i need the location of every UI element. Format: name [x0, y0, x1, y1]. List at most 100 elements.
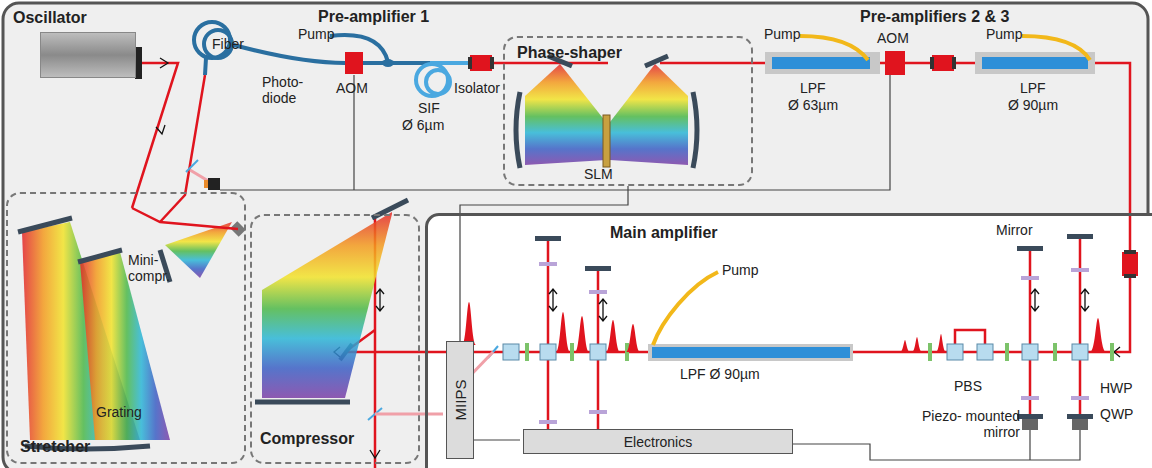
quarter-wave-plate: [1021, 396, 1039, 400]
part-label: Mini- compr.: [128, 252, 170, 284]
half-wave-plate: [525, 343, 529, 361]
part-label: LPF: [1020, 80, 1046, 96]
fiber-amplifier: [772, 57, 870, 69]
fiber: [430, 61, 470, 65]
aom-and-isolators: [468, 57, 472, 69]
photodiode: [204, 180, 208, 188]
part-label: AOM: [877, 30, 909, 46]
phase-shaper-optics: [603, 115, 610, 167]
beam-arrows: [376, 289, 384, 311]
photodiode: [208, 178, 220, 190]
laser-beam: [160, 75, 205, 222]
part-label: Photo- diode: [262, 74, 303, 106]
quarter-wave-plate: [1021, 276, 1039, 280]
pulse: [575, 316, 589, 352]
aom-and-isolators: [490, 57, 494, 69]
amplifier-arms: [548, 238, 1080, 445]
aom-and-isolators: [1124, 274, 1136, 278]
stretcher-optics: [165, 222, 232, 278]
amplifier-arms: [548, 238, 1080, 445]
piezo-actuator: [1022, 419, 1038, 430]
part-label: Pump: [764, 26, 801, 42]
pulse: [606, 320, 620, 352]
half-wave-plate: [1053, 343, 1057, 361]
part-label: AOM: [336, 80, 368, 96]
oscillator-cap: [135, 47, 142, 79]
fiber-amplifier: [1022, 36, 1090, 60]
stretcher-optics: [18, 218, 246, 449]
phase-shaper-optics: [525, 64, 606, 165]
quarter-wave-plate: [589, 410, 607, 414]
half-wave-plate: [928, 343, 932, 361]
compressor-region: Compressor: [250, 214, 420, 464]
pickoff: [368, 346, 498, 420]
fiber-amplifier: [975, 52, 1095, 74]
oscillator-cap: [135, 47, 142, 79]
pbs-cube: [503, 344, 519, 360]
photodiode: [186, 160, 198, 172]
stretcher-optics: [78, 250, 122, 262]
part-label: Pre-amplifiers 2 & 3: [860, 8, 1009, 26]
node-label: Main amplifier: [610, 224, 718, 242]
part-label: Ø 63µm: [788, 97, 838, 113]
stretcher-region: Stretcher: [6, 192, 246, 464]
compressor-optics: [255, 400, 350, 405]
fiber-amplifier: [982, 57, 1088, 69]
fiber: [194, 22, 470, 96]
aom-and-isolators: [932, 55, 954, 71]
half-wave-plate: [570, 343, 574, 361]
fiber-amplifier: [800, 36, 868, 60]
fiber-amplifier: [652, 347, 850, 358]
node-label: MIIPS: [453, 380, 469, 421]
phase-shaper-optics: [516, 56, 697, 168]
quarter-wave-plate: [589, 290, 607, 294]
part-label: LPF: [800, 80, 826, 96]
fiber: [382, 59, 394, 67]
quarter-wave-plate: [539, 420, 557, 424]
electronics-box: Electronics: [523, 429, 793, 454]
part-label: Ø 6µm: [402, 117, 444, 133]
part-label: Piezo- mounted mirror: [908, 408, 1020, 440]
aom-and-isolators: [470, 55, 492, 71]
pickoff: [375, 413, 443, 416]
node-label: Compressor: [260, 430, 354, 448]
laser-beam: [132, 63, 1130, 468]
part-label: Pump: [722, 262, 759, 278]
part-label: Pump: [986, 26, 1023, 42]
fiber-amplifier: [648, 344, 853, 361]
aom-and-isolators: [1122, 252, 1138, 276]
part-label: Fiber: [212, 36, 244, 52]
quarter-wave-plate: [1071, 396, 1089, 400]
aom-and-isolators: [345, 52, 363, 74]
oscillator-box: Oscillator: [40, 32, 136, 78]
panel: [425, 213, 1152, 468]
pbs-cube: [503, 344, 1088, 360]
laser-beam: [132, 208, 238, 229]
fiber-amplifier: [653, 272, 718, 345]
pbs-cube: [1072, 344, 1088, 360]
node-label: Oscillator: [13, 9, 87, 27]
compressor-optics: [255, 200, 408, 402]
part-label: HWP: [1100, 380, 1133, 396]
photodiode: [186, 160, 220, 190]
mirror: [535, 236, 561, 241]
phase-shaper-region: Phase-shaper: [503, 36, 753, 186]
node-label: Electronics: [624, 434, 692, 450]
beam-arrows: [549, 289, 607, 321]
phase-shaper-optics: [610, 64, 688, 165]
pulse: [1090, 318, 1106, 352]
pulse: [462, 302, 476, 345]
part-label: Mirror: [996, 222, 1033, 238]
part-label: Pump: [298, 26, 335, 42]
half-wave-plate: [1005, 343, 1009, 361]
aom-and-isolators: [345, 51, 1138, 278]
aom-and-isolators: [930, 57, 934, 69]
beam-arrows: [1031, 289, 1089, 311]
part-label: SIF: [418, 100, 440, 116]
pulse: [900, 340, 910, 352]
signal-wire: [460, 186, 628, 341]
stretcher-optics: [18, 218, 72, 232]
